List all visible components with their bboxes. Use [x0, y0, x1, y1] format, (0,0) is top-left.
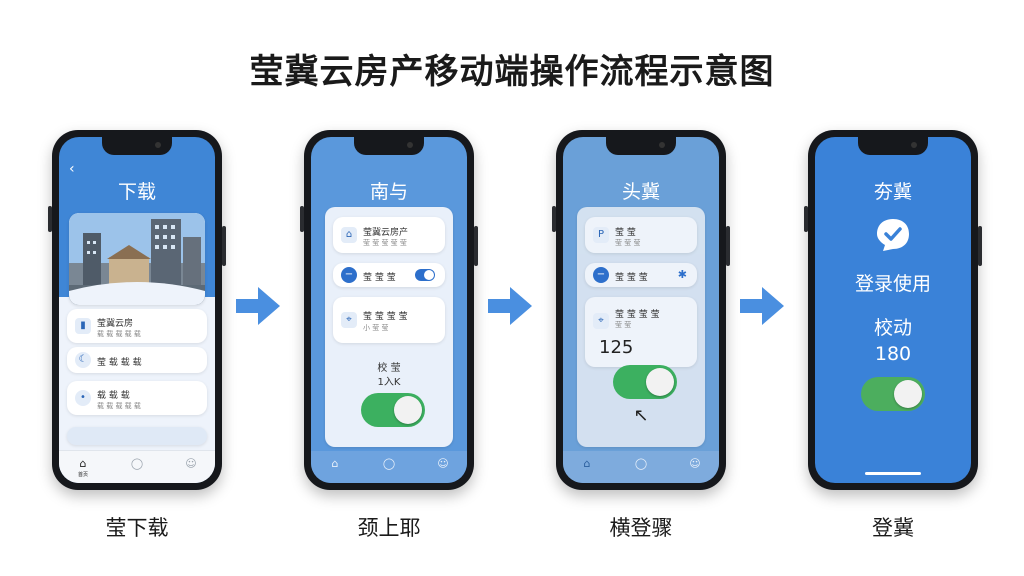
menu-row-3[interactable]: • 载 载 载 载 载 载 载 载	[67, 381, 207, 415]
minus-icon: −	[341, 267, 357, 283]
phone-1-screen-title: 下载	[117, 181, 156, 203]
caption-step-3: 横登骤	[609, 516, 673, 540]
menu-row-2[interactable]: − 莹 莹 莹 ✱	[585, 263, 697, 287]
tab-home[interactable]: ⌂	[583, 457, 591, 470]
home-indicator	[865, 472, 921, 475]
minus-icon: −	[593, 267, 609, 283]
arrow-1-icon	[236, 287, 280, 325]
phone-step-3: 头冀 P 莹 莹 莹 莹 莹 − 莹 莹 莹 ✱ ⌖ 莹 莹 莹 莹 莹 莹 1…	[552, 130, 730, 490]
phone-1-tabbar: ⌂首页 ◯ ☺	[59, 450, 215, 483]
check-badge-icon	[877, 219, 909, 251]
folder-icon: ▮	[75, 318, 91, 334]
main-toggle-switch[interactable]	[613, 365, 677, 399]
menu-row-3[interactable]: ⌖ 莹 莹 莹 莹 莹 莹 125	[585, 297, 697, 367]
property-image-card[interactable]	[69, 213, 205, 305]
tab-center[interactable]: ◯	[634, 457, 648, 470]
counter-value: 125	[599, 337, 634, 358]
banner-strip	[67, 427, 207, 445]
pin-icon: •	[75, 390, 91, 406]
menu-row-3[interactable]: ⌖ 莹 莹 莹 莹 小 莹 莹	[333, 297, 445, 343]
menu-row-2[interactable]: ☾ 莹 载 载 载	[67, 347, 207, 373]
caption-step-2: 颈上耶	[357, 516, 421, 540]
phone-4-screen-title: 夯冀	[873, 181, 912, 203]
phone-step-2: 南与 ⌂ 莹冀云房产 莹 莹 莹 莹 莹 − 莹 莹 莹 ⌖ 莹 莹 莹 莹 小…	[300, 130, 478, 490]
bluetooth-icon: ✱	[677, 268, 687, 281]
mini-switch[interactable]	[415, 269, 435, 281]
status-value: 180	[874, 343, 912, 365]
moon-icon: ☾	[75, 352, 91, 368]
menu-row-1[interactable]: ⌂ 莹冀云房产 莹 莹 莹 莹 莹	[333, 217, 445, 253]
back-icon[interactable]: ‹	[69, 161, 75, 177]
building-image	[69, 213, 205, 305]
phone-step-1: ‹ 下载	[48, 130, 226, 490]
document-icon: P	[593, 227, 609, 243]
phone-2-screen-title: 南与	[369, 181, 408, 203]
tab-home[interactable]: ⌂首页	[77, 457, 88, 478]
house-icon: ⌂	[341, 227, 357, 243]
phone-2-screen: 南与 ⌂ 莹冀云房产 莹 莹 莹 莹 莹 − 莹 莹 莹 ⌖ 莹 莹 莹 莹 小…	[311, 137, 467, 483]
tab-profile[interactable]: ☺	[185, 457, 197, 470]
pointer-arrow-icon: ↖	[633, 405, 649, 426]
tab-home[interactable]: ⌂	[331, 457, 339, 470]
grid-icon: ⌖	[341, 312, 357, 328]
menu-row-2[interactable]: − 莹 莹 莹	[333, 263, 445, 287]
menu-row-1[interactable]: P 莹 莹 莹 莹 莹	[585, 217, 697, 253]
mid-value: 1入K	[377, 377, 401, 388]
grid-icon: ⌖	[593, 313, 609, 329]
login-text: 登录使用	[854, 273, 931, 295]
mid-label: 校 莹	[377, 363, 401, 374]
phone-3-screen-title: 头冀	[621, 181, 660, 203]
tab-profile[interactable]: ☺	[437, 457, 449, 470]
arrow-3-icon	[740, 287, 784, 325]
phone-step-4: 夯冀 登录使用 校动 180	[804, 130, 982, 490]
caption-step-1: 莹下载	[105, 516, 169, 540]
tab-center[interactable]: ◯	[130, 457, 144, 470]
status-label: 校动	[873, 317, 912, 339]
caption-step-4: 登冀	[872, 516, 914, 540]
phone-3-tabbar: ⌂ ◯ ☺	[563, 451, 719, 483]
tab-profile[interactable]: ☺	[689, 457, 701, 470]
main-toggle-switch[interactable]	[361, 393, 425, 427]
main-toggle-switch[interactable]	[861, 377, 925, 411]
tab-center[interactable]: ◯	[382, 457, 396, 470]
phone-3-screen: 头冀 P 莹 莹 莹 莹 莹 − 莹 莹 莹 ✱ ⌖ 莹 莹 莹 莹 莹 莹 1…	[563, 137, 719, 483]
arrow-2-icon	[488, 287, 532, 325]
menu-row-1[interactable]: ▮ 莹冀云房 载 载 载 载 载	[67, 309, 207, 343]
phone-4-screen: 夯冀 登录使用 校动 180	[815, 137, 971, 483]
diagram-title: 莹冀云房产移动端操作流程示意图	[249, 52, 775, 92]
phone-2-tabbar: ⌂ ◯ ☺	[311, 451, 467, 483]
phone-1-screen: ‹ 下载	[59, 137, 215, 483]
